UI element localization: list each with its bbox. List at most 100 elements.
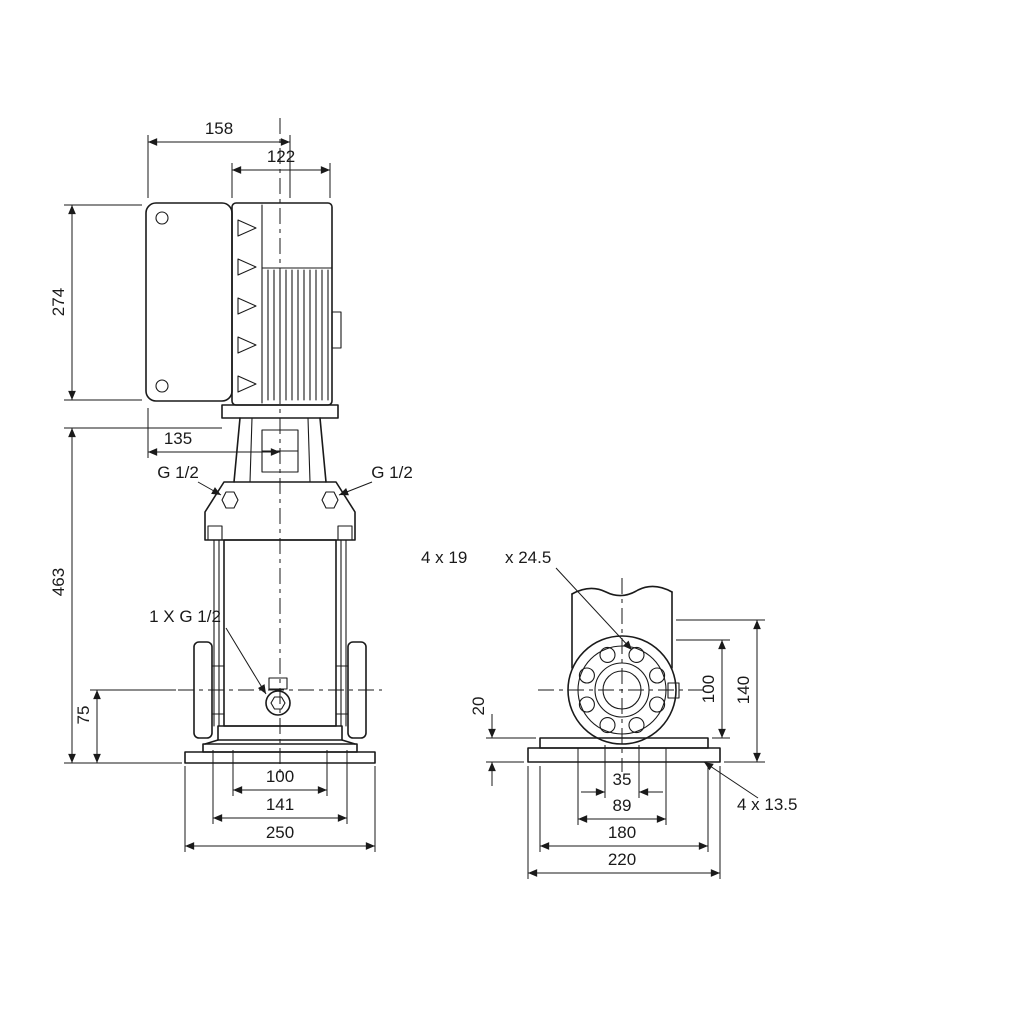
dim-89: 89 xyxy=(577,748,667,825)
fan-cover-clips xyxy=(237,219,257,393)
flange-raised-face xyxy=(577,645,667,735)
motor-side-lug xyxy=(331,311,342,349)
flange-bore xyxy=(602,670,642,710)
dim-463: 463 xyxy=(49,427,222,764)
flange-holes-text: 4 x 19 xyxy=(421,548,467,567)
bolt-hole xyxy=(649,667,666,684)
dim-35: 35 xyxy=(581,745,663,798)
staybolts xyxy=(207,525,353,727)
base-upper xyxy=(539,737,709,749)
pump-head xyxy=(204,481,356,541)
pump-base xyxy=(184,725,376,764)
label-plug-right: G 1/2 xyxy=(338,463,413,496)
stool-column xyxy=(307,417,311,483)
discharge-flange xyxy=(347,641,367,739)
plug-hex-left xyxy=(221,491,239,509)
sleeve-ring xyxy=(217,725,343,741)
flange-bolt-holes xyxy=(578,646,666,734)
dim-20: 20 xyxy=(469,697,536,786)
front-view xyxy=(145,118,382,776)
dim-text-180: 180 xyxy=(608,823,636,842)
dim-text-20: 20 xyxy=(469,697,488,716)
dim-text-220: 220 xyxy=(608,850,636,869)
dim-220: 220 xyxy=(527,766,721,879)
front-view-dimensions: 158 122 274 135 463 75 xyxy=(49,119,413,852)
leader-line xyxy=(703,761,759,799)
label-flange-holes: 4 x 19 x 24.5 xyxy=(421,548,633,651)
clip xyxy=(237,297,257,315)
base-lower xyxy=(184,751,376,764)
break-line xyxy=(571,585,673,597)
motor-flange xyxy=(221,404,339,419)
dim-274: 274 xyxy=(49,204,142,401)
suction-flange xyxy=(193,641,213,739)
drain-plug-hex xyxy=(270,696,286,710)
motor-body xyxy=(231,202,333,406)
gauge-plug xyxy=(667,682,680,699)
clip xyxy=(237,258,257,276)
drain-text: 1 X G 1/2 xyxy=(149,607,221,626)
staybolt-nut xyxy=(337,525,353,541)
terminal-box xyxy=(145,202,233,402)
bolt-hole xyxy=(628,717,645,734)
staybolt-nut xyxy=(207,525,223,541)
leader-line xyxy=(225,627,267,695)
leader-line xyxy=(338,481,373,496)
leader-line xyxy=(555,567,633,651)
terminal-box-screw-bottom xyxy=(155,379,169,393)
dim-180: 180 xyxy=(539,766,709,852)
bolt-hole xyxy=(649,696,666,713)
flange-outer-circle xyxy=(567,635,677,745)
dim-text-100-side: 100 xyxy=(699,675,718,703)
clip xyxy=(237,336,257,354)
side-view xyxy=(527,578,721,772)
dim-75: 75 xyxy=(74,689,176,763)
dim-141: 141 xyxy=(212,750,348,824)
dim-100-side: 100 xyxy=(676,639,730,739)
plug-left-text: G 1/2 xyxy=(157,463,199,482)
terminal-box-screw-top xyxy=(155,211,169,225)
clip xyxy=(237,219,257,237)
dim-text-100: 100 xyxy=(266,767,294,786)
bolt-hole xyxy=(578,696,595,713)
dim-text-89: 89 xyxy=(613,796,632,815)
flange-inner-circle xyxy=(594,662,650,718)
stool-edge xyxy=(233,417,241,483)
dim-250: 250 xyxy=(184,766,376,852)
dim-135: 135 xyxy=(147,408,280,458)
side-base xyxy=(527,737,721,763)
dim-text-140: 140 xyxy=(734,676,753,704)
dim-text-158: 158 xyxy=(205,119,233,138)
motor-fins xyxy=(261,267,333,401)
dim-122: 122 xyxy=(231,147,331,198)
leader-line xyxy=(197,481,222,496)
label-drain: 1 X G 1/2 xyxy=(149,607,267,695)
dim-text-75: 75 xyxy=(74,706,93,725)
label-plug-left: G 1/2 xyxy=(157,463,222,496)
stool-edge xyxy=(319,417,327,483)
plug-hex-right xyxy=(321,491,339,509)
drain-plug xyxy=(265,690,291,716)
dim-100: 100 xyxy=(232,750,328,796)
dim-text-141: 141 xyxy=(266,795,294,814)
dim-158: 158 xyxy=(147,119,291,198)
dim-140: 140 xyxy=(676,619,765,763)
bolt-hole xyxy=(599,646,616,663)
bolt-hole xyxy=(599,717,616,734)
drain-boss xyxy=(268,677,288,690)
stool-column xyxy=(249,417,253,483)
flange-holes-text-2: x 24.5 xyxy=(505,548,551,567)
dim-text-122: 122 xyxy=(267,147,295,166)
label-base-holes: 4 x 13.5 xyxy=(703,761,798,814)
dim-text-250: 250 xyxy=(266,823,294,842)
base-lower xyxy=(527,747,721,763)
plug-right-text: G 1/2 xyxy=(371,463,413,482)
bolt-hole xyxy=(578,667,595,684)
dim-text-135: 135 xyxy=(164,429,192,448)
dim-text-35: 35 xyxy=(613,770,632,789)
dim-text-274: 274 xyxy=(49,288,68,316)
clip xyxy=(237,375,257,393)
bolt-hole xyxy=(628,646,645,663)
